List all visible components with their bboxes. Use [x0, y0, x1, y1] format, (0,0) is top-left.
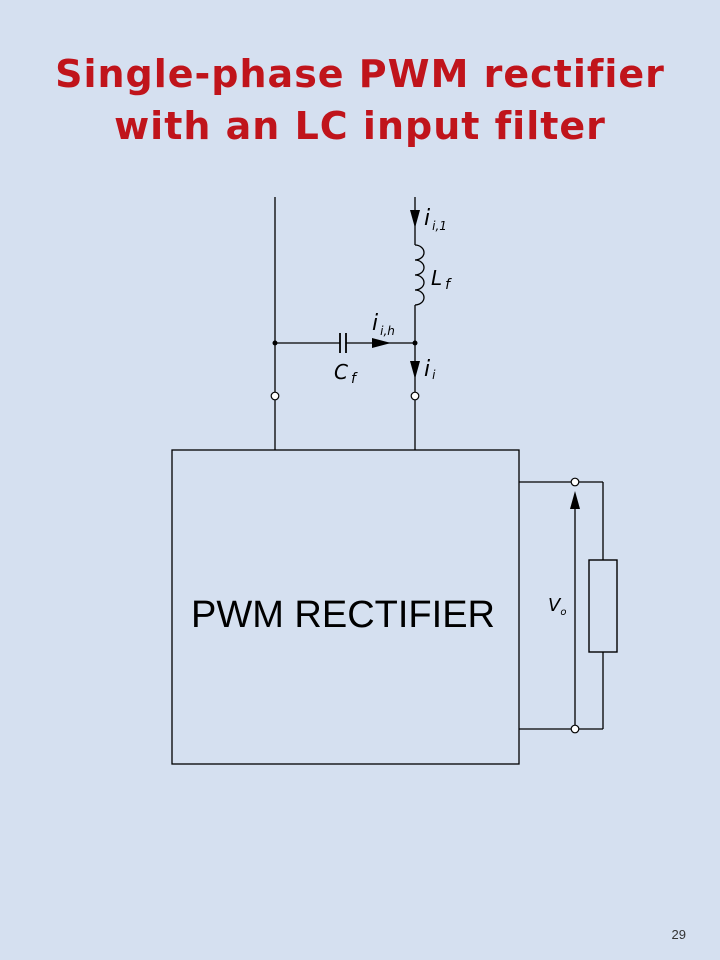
current-arrow-i-ih: [372, 338, 391, 348]
left-terminal: [270, 391, 280, 401]
output-terminal-top: [570, 477, 580, 487]
page-number: 29: [671, 927, 686, 942]
pwm-rectifier-label: PWM RECTIFIER: [191, 594, 495, 636]
right-terminal: [410, 391, 420, 401]
inductor-lf: [414, 244, 425, 306]
voltage-arrow-head: [570, 491, 580, 509]
load-resistor: [588, 559, 618, 653]
output-terminal-bottom: [570, 724, 580, 734]
pwm-rectifier-block: [171, 449, 520, 765]
current-arrow-i-i1: [410, 210, 420, 228]
title-line-2: with an LC input filter: [114, 104, 606, 148]
current-arrow-i-i: [410, 361, 420, 379]
slide-title: Single-phase PWM rectifier with an LC in…: [0, 48, 720, 152]
title-line-1: Single-phase PWM rectifier: [55, 52, 665, 96]
label-v-o: Vo: [548, 595, 566, 618]
